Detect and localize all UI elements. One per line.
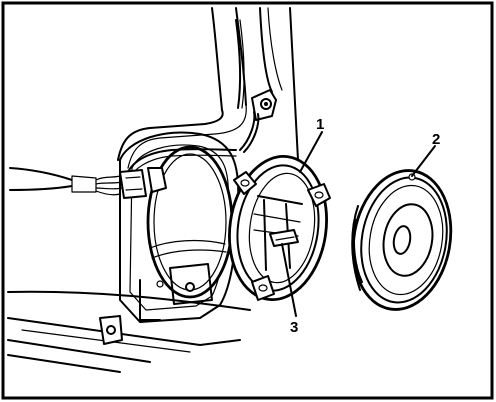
callout-2: 2 bbox=[411, 131, 440, 177]
door-panel bbox=[7, 7, 299, 373]
callout-label-1: 1 bbox=[316, 116, 324, 133]
callout-label-3: 3 bbox=[290, 319, 298, 336]
speaker-mounting-bracket bbox=[228, 154, 331, 302]
callout-label-2: 2 bbox=[432, 131, 440, 148]
speaker bbox=[351, 169, 453, 311]
callout-3: 3 bbox=[281, 243, 298, 336]
callout-1: 1 bbox=[299, 116, 324, 173]
